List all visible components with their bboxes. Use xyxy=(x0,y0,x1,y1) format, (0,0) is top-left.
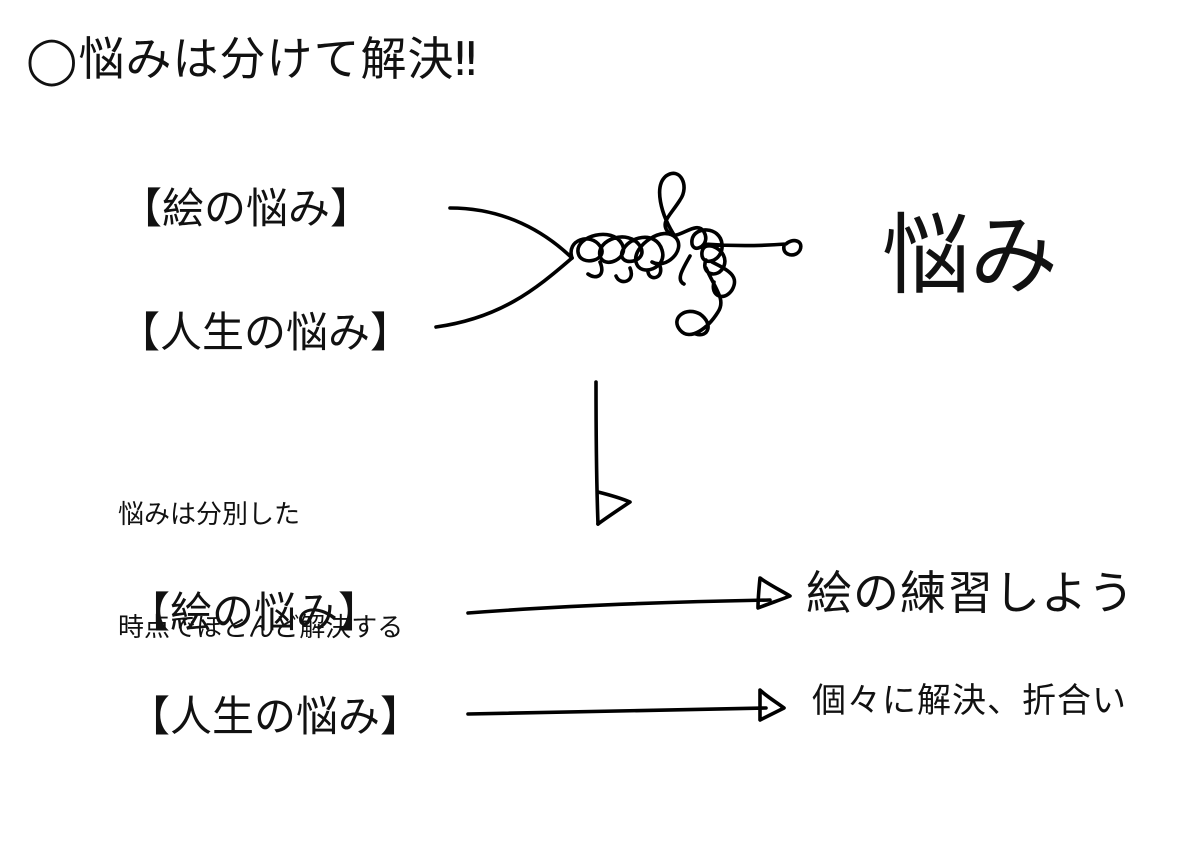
page-title: ◯悩みは分けて解決‼ xyxy=(26,32,478,86)
merged-worries-word: 悩み xyxy=(882,204,1059,307)
result-resolve-individually: 個々に解決、折合い xyxy=(812,681,1127,721)
note-line-1: 悩みは分別した xyxy=(118,500,301,531)
note-line-2: 時点でほとんど解決する xyxy=(118,613,404,644)
arrow-life-head xyxy=(758,688,786,722)
merge-curve-lower xyxy=(434,256,574,329)
down-arrow-shaft xyxy=(594,380,600,526)
arrow-art-shaft xyxy=(466,598,772,615)
merge-curve-upper xyxy=(448,206,574,260)
label-life-worries-bottom: 【人生の悩み】 xyxy=(128,692,423,741)
label-art-worries-top: 【絵の悩み】 xyxy=(120,184,373,233)
arrow-art-head xyxy=(756,576,792,610)
result-practice-drawing: 絵の練習しよう xyxy=(806,566,1135,620)
label-art-worries-bottom: 【絵の悩み】 xyxy=(128,588,381,637)
label-life-worries-top: 【人生の悩み】 xyxy=(118,308,413,357)
tangle-scribble xyxy=(569,171,803,337)
explanation-note: 悩みは分別した 時点でほとんど解決する xyxy=(118,422,403,724)
down-arrow-head xyxy=(596,490,632,526)
arrow-life-shaft xyxy=(466,706,768,716)
